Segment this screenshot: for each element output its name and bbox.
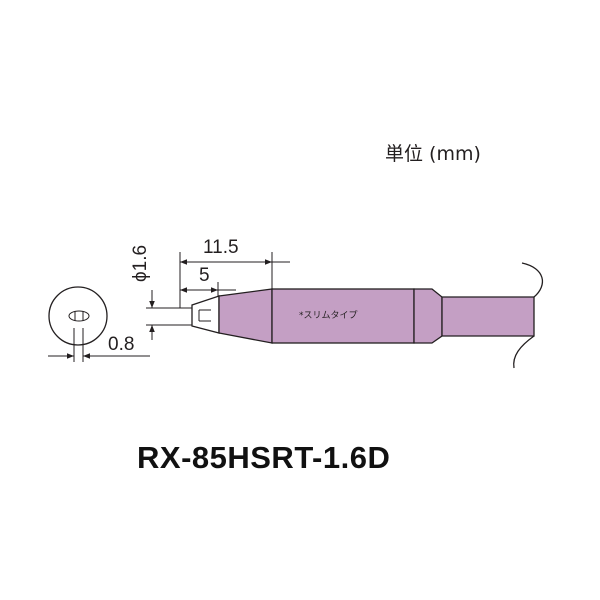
diameter-dimension: ϕ1.6: [130, 245, 192, 340]
thickness-label: 0.8: [108, 334, 134, 355]
shaft-label: *スリムタイプ: [299, 310, 358, 321]
model-name: RX-85HSRT-1.6D: [137, 440, 390, 475]
unit-label: 単位 (mm): [385, 143, 481, 165]
tip-length-label: 5: [199, 265, 210, 286]
total-length-label: 11.5: [203, 237, 239, 258]
diameter-label: ϕ1.6: [130, 245, 151, 282]
tip-shaft: [271, 288, 415, 344]
total-length-dimension: 11.5: [179, 237, 290, 308]
tip-cross-section-icon: [48, 286, 108, 346]
thickness-dimension: 0.8: [48, 328, 150, 362]
soldering-tip: *スリムタイプ: [191, 262, 544, 369]
